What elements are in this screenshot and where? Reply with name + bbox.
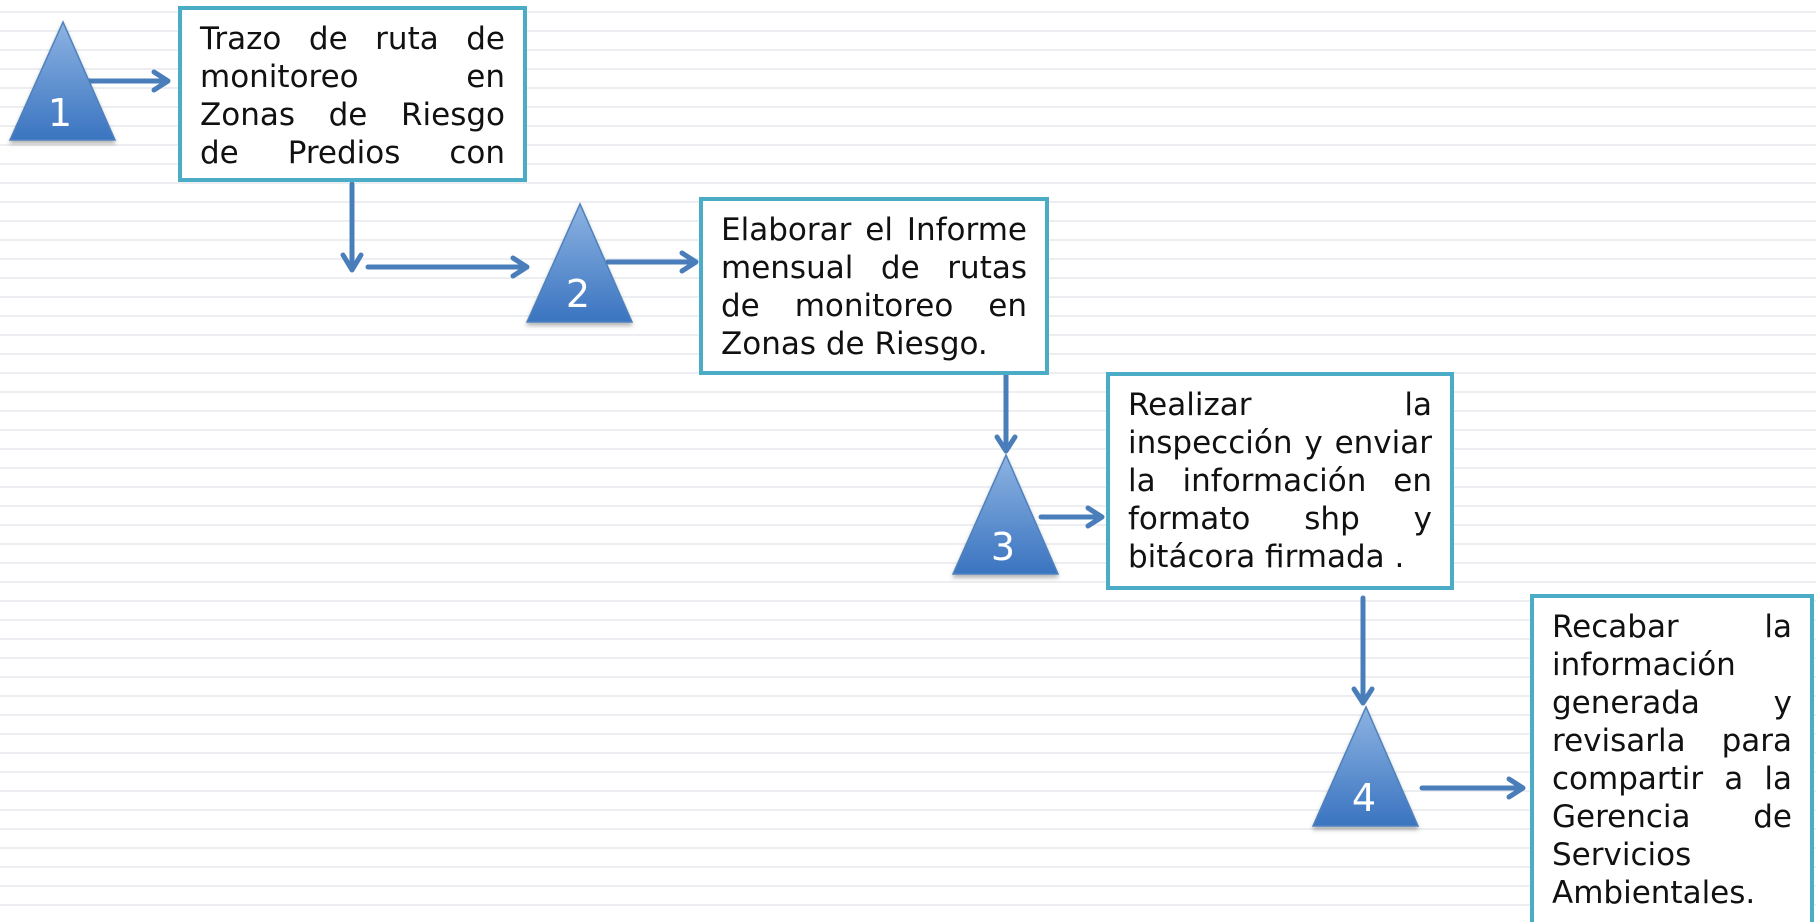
step-text-3: Realizar la inspección y enviar la infor… — [1128, 387, 1432, 575]
step-number-3: 3 — [991, 525, 1015, 569]
step-text-4: Recabar la información generada y revisa… — [1552, 609, 1792, 911]
step-box-4: Recabar la información generada y revisa… — [1530, 594, 1814, 922]
step-triangle-2: 2 — [525, 202, 634, 323]
step-triangle-3: 3 — [951, 453, 1060, 575]
step-box-1: Trazo de ruta de monitoreo en Zonas de R… — [178, 6, 527, 182]
step-text-2: Elaborar el Informe mensual de rutas de … — [721, 212, 1027, 362]
step-box-3: Realizar la inspección y enviar la infor… — [1106, 372, 1454, 590]
step-number-4: 4 — [1352, 776, 1376, 820]
arrow-tri3-to-box3 — [1038, 505, 1105, 529]
arrow-box3-to-tri4 — [1351, 595, 1375, 706]
arrow-tri4-to-box4 — [1419, 776, 1526, 800]
arrow-tri2-to-box2 — [605, 250, 699, 274]
step-triangle-1: 1 — [8, 20, 117, 141]
arrow-to-tri2 — [365, 255, 530, 279]
arrow-tri1-to-box1 — [83, 69, 171, 93]
step-text-1: Trazo de ruta de monitoreo en Zonas de R… — [200, 21, 505, 178]
step-triangle-4: 4 — [1311, 705, 1420, 827]
arrow-box1-down — [340, 181, 364, 273]
step-number-1: 1 — [48, 91, 72, 135]
step-box-2: Elaborar el Informe mensual de rutas de … — [699, 197, 1049, 375]
step-number-2: 2 — [566, 272, 590, 316]
arrow-box2-to-tri3 — [994, 369, 1018, 454]
